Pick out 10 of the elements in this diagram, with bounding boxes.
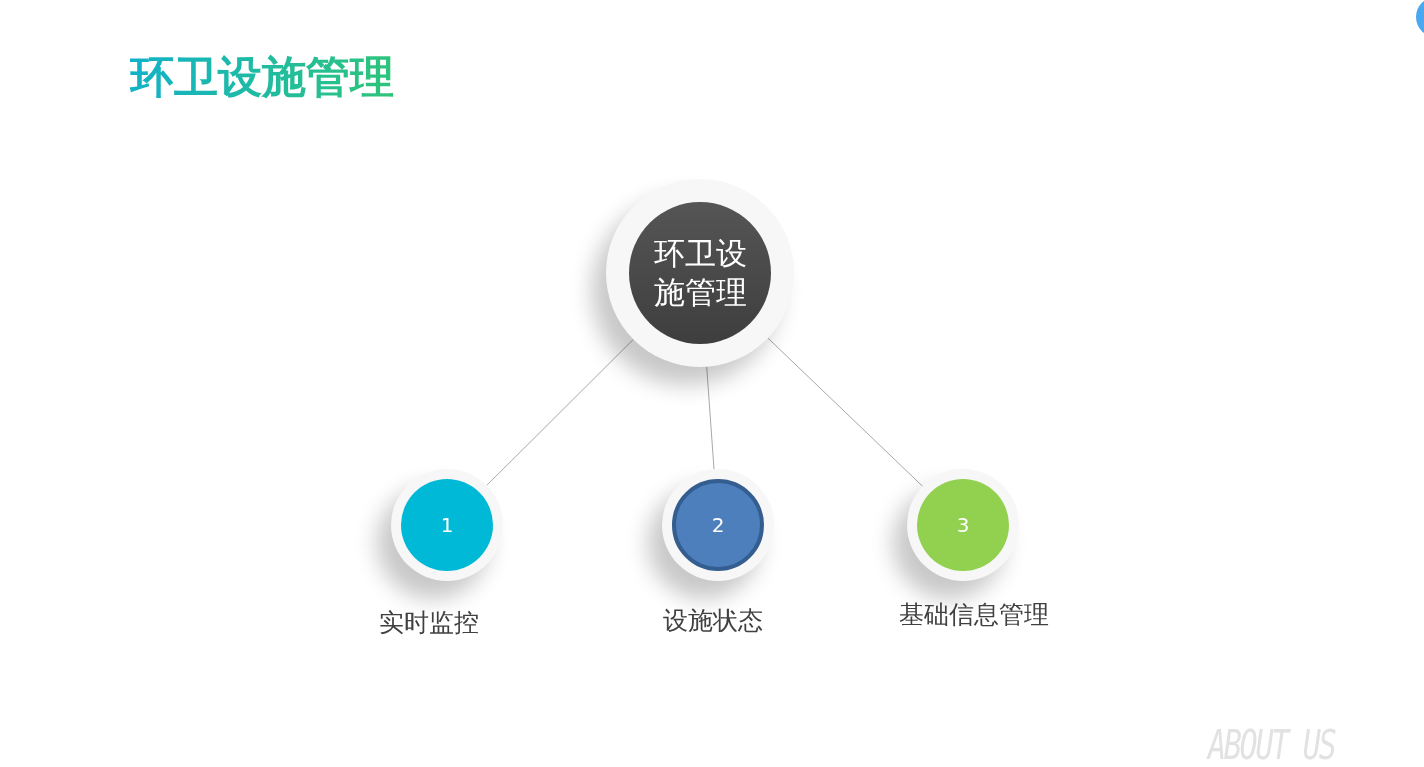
connector-line [486, 338, 634, 486]
item-label: 设施状态 [663, 605, 763, 637]
number-circle: 3 [917, 479, 1009, 571]
center-circle: 环卫设施管理 [629, 202, 771, 344]
item-label: 基础信息管理 [899, 599, 1049, 631]
connector-line [706, 366, 715, 470]
number-circle: 1 [401, 479, 493, 571]
number-circle: 2 [672, 479, 764, 571]
connector-line [767, 337, 924, 487]
item-label: 实时监控 [379, 607, 479, 639]
